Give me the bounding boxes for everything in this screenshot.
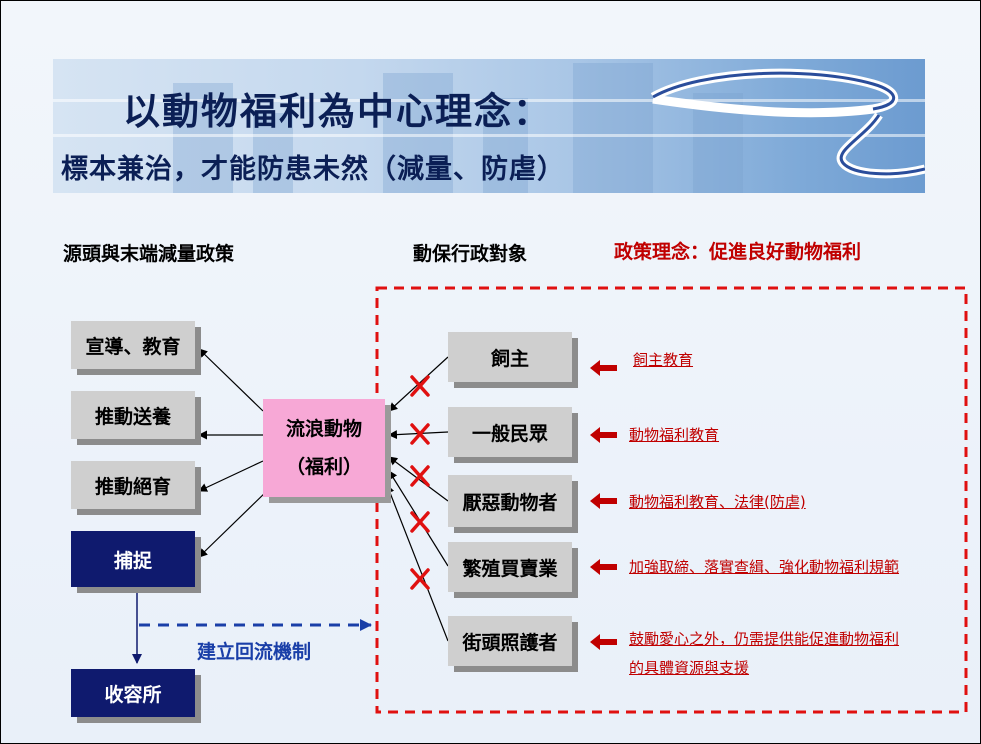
policy-caregiver-support-1: 鼓勵愛心之外，仍需提供能促進動物福利	[629, 630, 900, 648]
box-target-owner: 飼主	[448, 332, 572, 382]
x-mark-2	[410, 423, 430, 445]
box-target-animal-haters: 厭惡動物者	[448, 475, 572, 527]
red-arrow-icon	[590, 559, 617, 575]
page-title: 以動物福利為中心理念：	[123, 89, 552, 133]
x-mark-5	[410, 568, 430, 590]
red-arrow-icon	[590, 493, 617, 509]
box-target-public: 一般民眾	[448, 407, 572, 457]
arrow-caregivers-to-center	[385, 484, 449, 642]
box-promote-adoption: 推動送養	[71, 391, 195, 439]
arrow-to-neuter	[198, 460, 264, 492]
stray-animals-label: 流浪動物	[285, 418, 362, 440]
x-mark-1	[410, 375, 430, 397]
box-target-street-caregivers: 街頭照護者	[448, 616, 572, 666]
welfare-label: （福利）	[285, 456, 362, 478]
heading-reduction-policy: 源頭與末端減量政策	[63, 243, 235, 265]
red-arrow-icon	[590, 427, 617, 443]
box-stray-animals: 流浪動物 （福利）	[263, 399, 385, 497]
box-capture: 捕捉	[71, 531, 195, 587]
page-subtitle: 標本兼治，才能防患未然（減量、防虐）	[61, 154, 565, 185]
policy-enforcement: 加強取締、落實查緝、強化動物福利規範	[629, 558, 900, 576]
policy-caregiver-support-2: 的具體資源與支援	[629, 659, 750, 677]
arrow-to-advocacy	[198, 348, 264, 412]
policy-welfare-law: 動物福利教育、法律(防虐)	[629, 493, 806, 511]
box-target-breeding-trade: 繁殖買賣業	[448, 542, 572, 592]
title-banner: 以動物福利為中心理念： 標本兼治，才能防患未然（減量、防虐）	[53, 59, 925, 193]
box-advocacy-education: 宣導、教育	[71, 321, 195, 369]
backflow-label: 建立回流機制	[197, 641, 312, 663]
heading-policy-concept: 政策理念：促進良好動物福利	[614, 241, 862, 263]
box-shelter: 收容所	[71, 669, 195, 717]
policy-frame	[375, 286, 968, 714]
red-arrow-icon	[590, 360, 617, 376]
x-mark-3	[410, 465, 430, 487]
x-mark-4	[410, 511, 430, 533]
policy-owner-education: 飼主教育	[633, 351, 694, 369]
box-promote-neuter: 推動絕育	[71, 461, 195, 509]
arrow-to-capture	[198, 488, 270, 558]
policy-welfare-education: 動物福利教育	[629, 426, 720, 444]
heading-admin-targets: 動保行政對象	[413, 243, 528, 265]
ribbon-decoration	[650, 68, 925, 179]
red-arrow-icon	[590, 634, 617, 650]
